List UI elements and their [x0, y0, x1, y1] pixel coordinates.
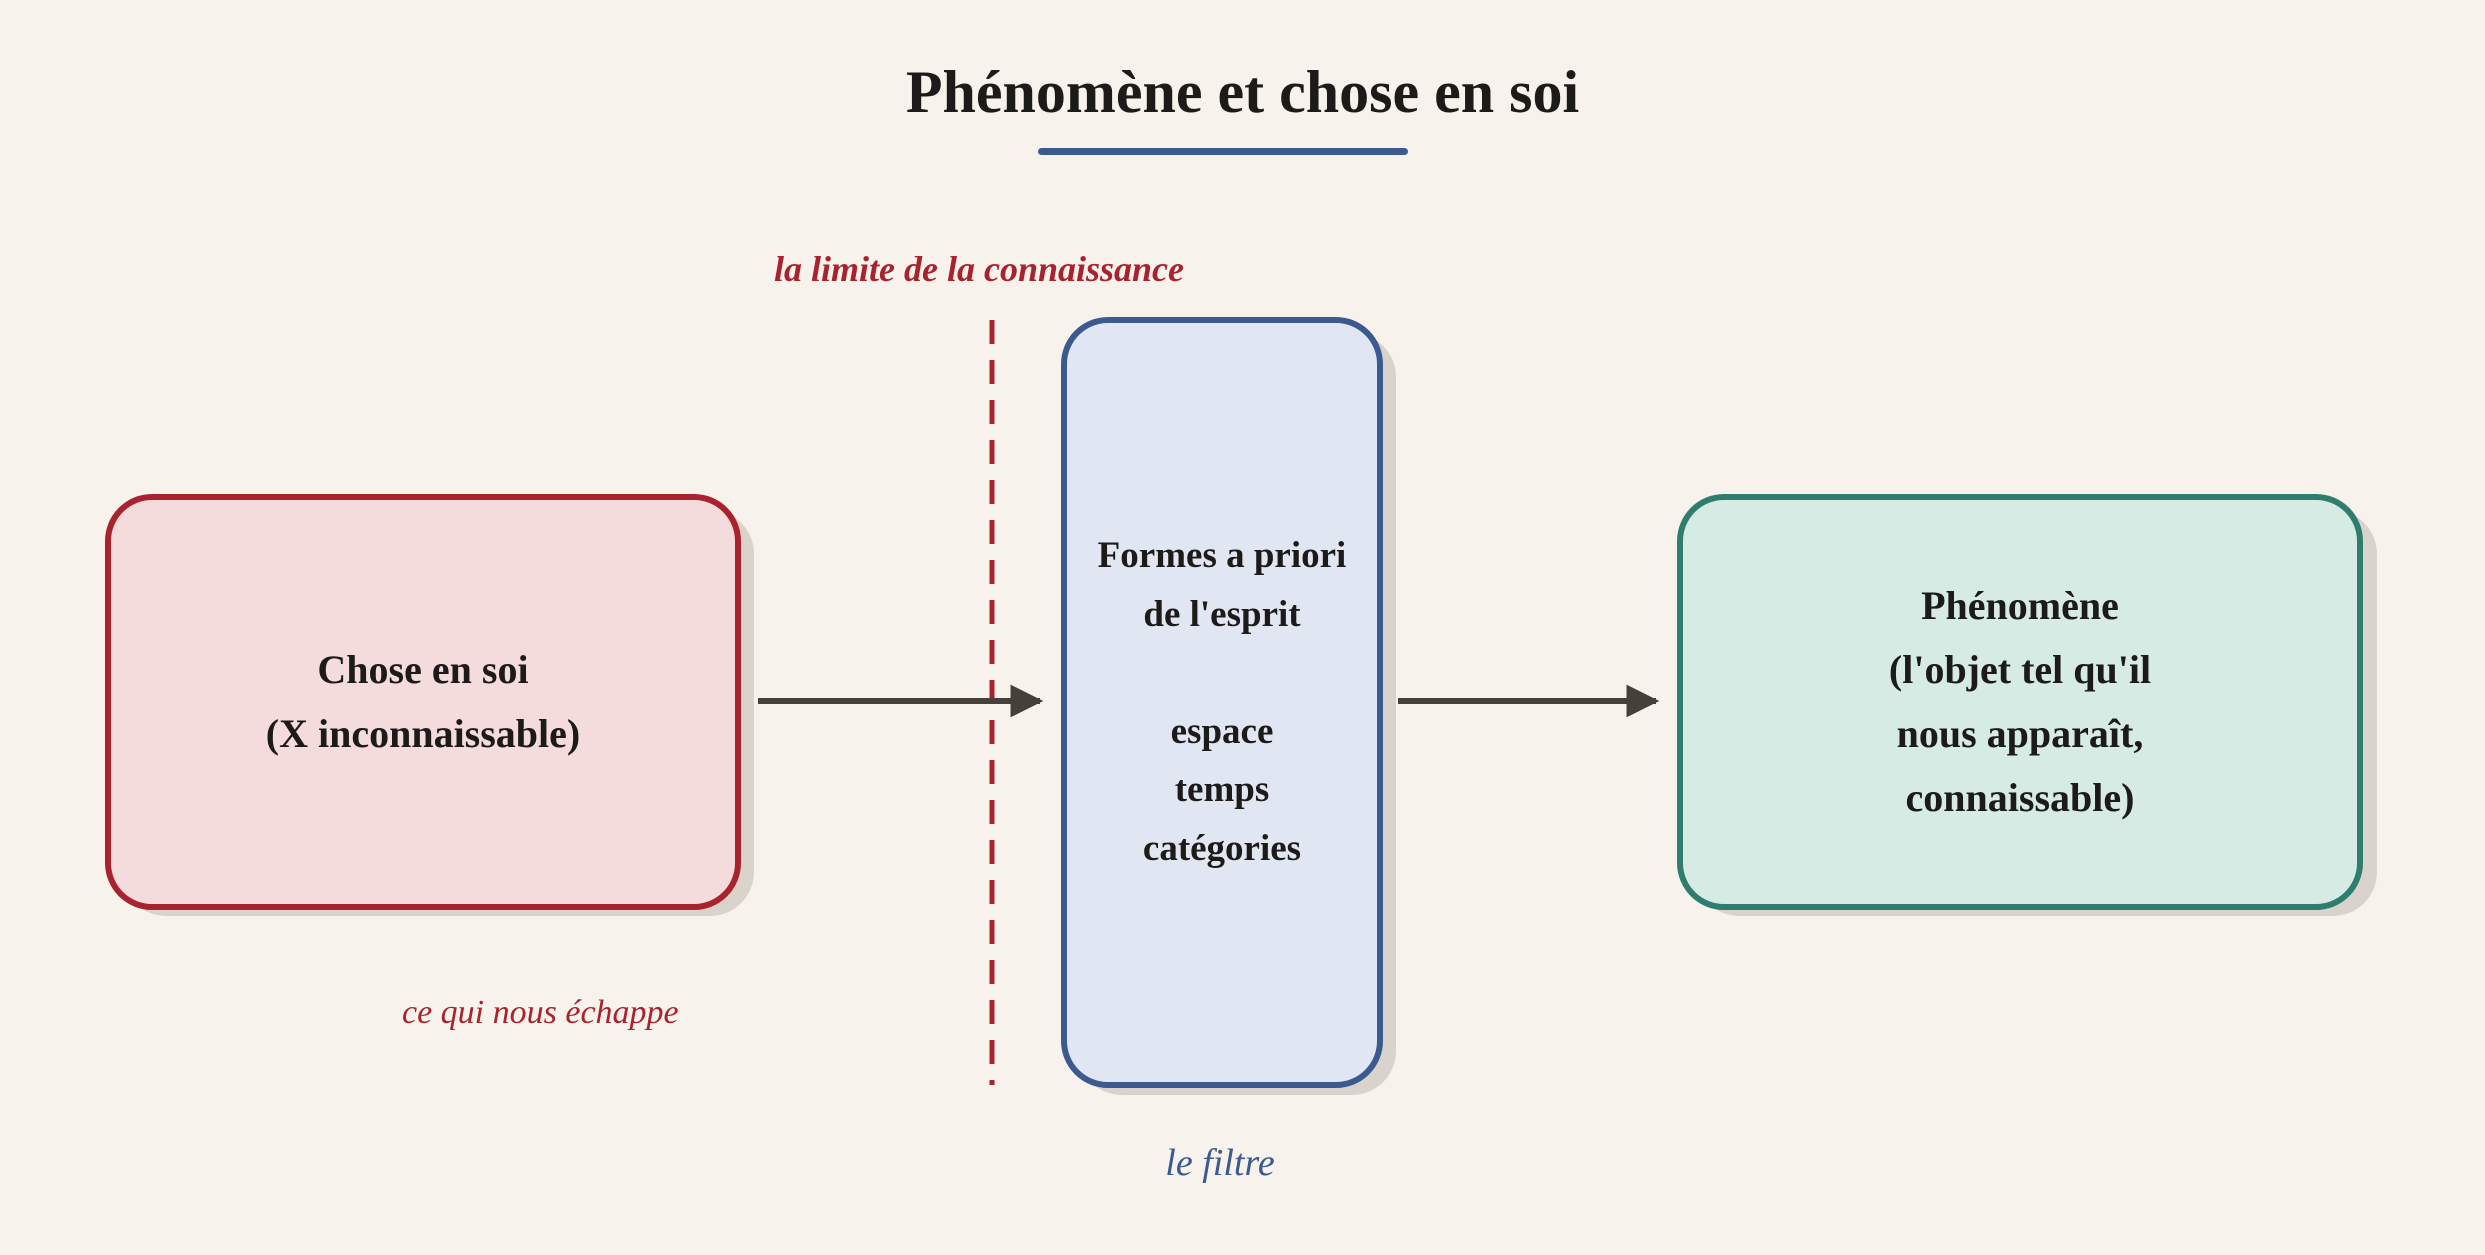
forms-line-2: de l'esprit	[1143, 593, 1301, 635]
phenomenon-line-2: (l'objet tel qu'il	[1888, 647, 2152, 692]
forms-spacer	[1098, 644, 1347, 703]
thing-line-1: Chose en soi	[317, 647, 529, 692]
phenomenon-line-1: Phénomène	[1921, 583, 2119, 628]
thing-in-itself-box	[105, 494, 741, 910]
forms-line-1: Formes a priori	[1097, 535, 1347, 576]
page-title: Phénomène et chose en soi	[905, 59, 1580, 125]
a-priori-forms-text: Formes a priori de l'esprit espace temps…	[1064, 320, 1380, 1085]
forms-line-space: espace	[1170, 710, 1274, 752]
thing-in-itself-text: Chose en soi (X inconnaissable)	[108, 497, 738, 907]
escape-label: ce qui nous échappe	[402, 994, 679, 1031]
title-underline	[1038, 148, 1408, 155]
phenomenon-text: Phénomène (l'objet tel qu'il nous appara…	[1680, 497, 2360, 907]
forms-line-categories: catégories	[1142, 827, 1302, 869]
a-priori-forms-box	[1061, 317, 1383, 1088]
phenomenon-line-3: nous apparaît,	[1896, 711, 2144, 756]
knowledge-limit-label: la limite de la connaissance	[774, 249, 1184, 289]
forms-line-time: temps	[1174, 769, 1270, 810]
filter-label: le filtre	[1165, 1142, 1275, 1184]
phenomenon-box	[1677, 494, 2363, 910]
phenomenon-line-4: connaissable)	[1905, 775, 2135, 820]
thing-line-2: (X inconnaissable)	[265, 711, 581, 756]
